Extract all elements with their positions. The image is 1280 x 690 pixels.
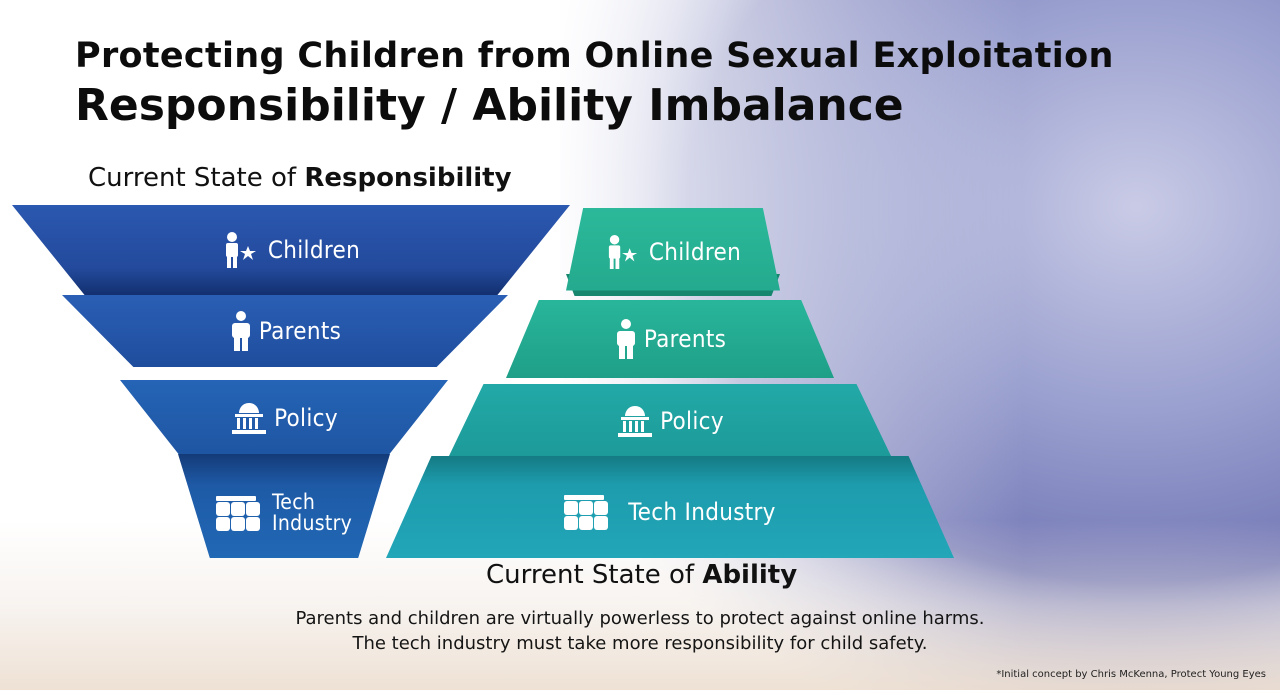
footer-line-2: The tech industry must take more respons… [352,633,928,654]
parent-icon [231,311,250,351]
child-icon [225,232,256,268]
responsibility-tier-tech-industry: Tech Industry [178,454,390,558]
ability-heading: Current State of Ability [486,560,798,590]
parent-icon [616,319,635,359]
tech-company-logos-icon [216,495,260,531]
roblox-logo [564,494,605,500]
ability-tier-label: Parents [643,325,727,353]
credit-text: *Initial concept by Chris McKenna, Prote… [996,669,1266,680]
responsibility-tier-children: Children [12,205,570,295]
footer-line-1: Parents and children are virtually power… [295,608,985,629]
child-icon [608,235,638,269]
ability-tier-label: Children [648,238,742,266]
tech-company-logos-icon [564,494,609,530]
ability-tier-policy: Policy [448,384,892,458]
title-line-2: Responsibility / Ability Imbalance [75,80,904,131]
responsibility-tier-label: Policy [274,403,338,432]
responsibility-tier-parents: Parents [62,295,508,367]
government-building-icon [232,402,267,434]
ability-tier-label: Tech Industry [628,498,776,526]
ability-tier-label: Policy [660,407,724,435]
title-line-1: Protecting Children from Online Sexual E… [75,36,1114,76]
responsibility-tier-label: Children [267,236,361,264]
responsibility-heading: Current State of Responsibility [88,163,512,193]
responsibility-tier-label: Parents [258,317,342,345]
ability-tier-parents: Parents [506,300,834,378]
ability-tier-tech-industry: Tech Industry [386,456,954,558]
ability-tier-children: Children [566,208,780,291]
government-building-icon [618,406,653,437]
responsibility-tier-label: Tech Industry [272,490,353,535]
